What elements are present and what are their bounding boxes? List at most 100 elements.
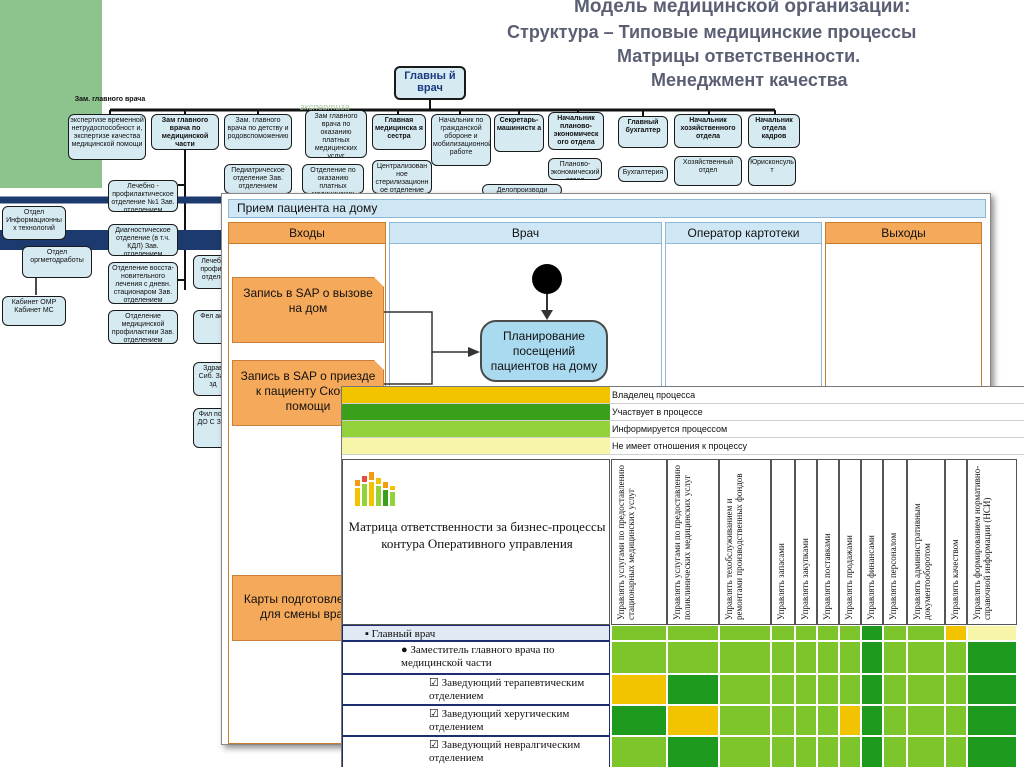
org-box-deputy-childhood[interactable]: Зам. главного врача по детству и родовсп… bbox=[224, 114, 292, 150]
org-box-planning-head[interactable]: Начальник планово-экономическ ого отдела bbox=[548, 112, 604, 150]
matrix-cell bbox=[907, 736, 945, 767]
org-box-rehab[interactable]: Отделение восста-новительного лечения с … bbox=[108, 262, 178, 304]
matrix-cell bbox=[817, 736, 839, 767]
matrix-column-header: Управлять поставками bbox=[817, 459, 839, 625]
lane-inputs-header: Входы bbox=[228, 222, 386, 244]
org-box-household-head[interactable]: Начальник хозяйственного отдела bbox=[674, 114, 742, 148]
org-box-civil-defense[interactable]: Начальник по гражданской обороне и мобил… bbox=[431, 114, 491, 166]
process-flow-arrows bbox=[384, 294, 553, 385]
title-line-3: Матрицы ответственности. bbox=[617, 46, 861, 66]
org-box-head-nurse[interactable]: Главная медицинска я сестра bbox=[372, 114, 426, 150]
legend-label: Не имеет отношения к процессу bbox=[612, 441, 747, 451]
org-box-deputy-paid[interactable]: Зам главного врача по оказанию платных м… bbox=[305, 110, 367, 158]
matrix-cell bbox=[839, 736, 861, 767]
matrix-cell bbox=[967, 625, 1017, 641]
matrix-column-header: Управлять услугами по предоставлению ста… bbox=[611, 459, 667, 625]
matrix-cell bbox=[719, 736, 771, 767]
org-box-omr[interactable]: Кабинет ОМР Кабинет МС bbox=[2, 296, 66, 326]
org-box-deputy-medical[interactable]: Зам главного врача по медицинской части bbox=[151, 114, 219, 150]
deputy-expert-label: Зам. главного врача bbox=[74, 96, 146, 103]
matrix-column-header: Управлять качеством bbox=[945, 459, 967, 625]
matrix-cell bbox=[611, 641, 667, 674]
matrix-cell bbox=[839, 641, 861, 674]
matrix-cell bbox=[611, 674, 667, 705]
legend-label: Информируется процессом bbox=[612, 424, 728, 434]
org-box-household-dept[interactable]: Хозяйственный отдел bbox=[674, 156, 742, 186]
legend-swatch bbox=[342, 438, 610, 454]
matrix-cell bbox=[907, 674, 945, 705]
matrix-column-header: Управлять техобслуживанием и ремонтами п… bbox=[719, 459, 771, 625]
matrix-cell bbox=[883, 674, 907, 705]
matrix-title-cell: Матрица ответственности за бизнес-процес… bbox=[342, 459, 610, 625]
org-box-dept-1[interactable]: Лечебно - профилактическое отделение №1 … bbox=[108, 180, 178, 212]
org-box-it-dept[interactable]: Отдел Информационны х технологий bbox=[2, 206, 66, 240]
org-box-planning-dept[interactable]: Планово-экономический отдел bbox=[548, 158, 602, 180]
matrix-cell bbox=[771, 625, 795, 641]
chief-physician-box[interactable]: Главны й врач bbox=[394, 66, 466, 100]
matrix-cell bbox=[945, 641, 967, 674]
org-box-secretary[interactable]: Секретарь-машинистк а bbox=[494, 114, 544, 152]
input-doc-home-call[interactable]: Запись в SAP о вызове на дом bbox=[232, 277, 384, 343]
org-box-legal[interactable]: Юрисконсуль т bbox=[748, 156, 796, 186]
matrix-column-header: Управлять формированием нормативно-справ… bbox=[967, 459, 1017, 625]
matrix-cell bbox=[839, 625, 861, 641]
matrix-row-label: ☑ Заведующий невралгическим отделением bbox=[342, 736, 610, 767]
legend-row: Участвует в процессе bbox=[342, 404, 1024, 421]
org-box-orgmethod[interactable]: Отдел оргметодработы bbox=[22, 246, 92, 278]
org-box-accounting[interactable]: Бухгалтерия bbox=[618, 166, 668, 182]
matrix-cell bbox=[795, 736, 817, 767]
matrix-cell bbox=[861, 674, 883, 705]
matrix-cell bbox=[817, 625, 839, 641]
legend-label: Участвует в процессе bbox=[612, 407, 703, 417]
matrix-cell bbox=[945, 674, 967, 705]
matrix-cell bbox=[817, 705, 839, 736]
activity-planning-visits[interactable]: Планирование посещений пациентов на дому bbox=[480, 320, 608, 382]
matrix-cell bbox=[883, 625, 907, 641]
matrix-cell bbox=[967, 705, 1017, 736]
matrix-cell bbox=[839, 674, 861, 705]
title-line-4: Менеджмент качества bbox=[651, 70, 848, 90]
org-box-chief-accountant[interactable]: Главный бухгалтер bbox=[618, 116, 668, 148]
matrix-cell bbox=[945, 736, 967, 767]
org-box-sterilization[interactable]: Централизован ное стерилизационн ое отде… bbox=[372, 160, 432, 194]
matrix-cell bbox=[719, 674, 771, 705]
matrix-cell bbox=[817, 641, 839, 674]
matrix-cell bbox=[861, 736, 883, 767]
matrix-column-header: Управлять административным документообор… bbox=[907, 459, 945, 625]
org-box-deputy-expertise[interactable]: экспертизе временной нетрудоспособност и… bbox=[68, 114, 146, 160]
matrix-cell bbox=[667, 705, 719, 736]
matrix-cell bbox=[611, 625, 667, 641]
matrix-cell bbox=[771, 674, 795, 705]
org-box-pediatric[interactable]: Педиатрическое отделение Зав. отделением bbox=[224, 164, 292, 194]
matrix-cell bbox=[907, 641, 945, 674]
matrix-cell bbox=[839, 705, 861, 736]
org-box-prevention[interactable]: Отделение медицинской профилактики Зав. … bbox=[108, 310, 178, 344]
matrix-cell bbox=[967, 674, 1017, 705]
matrix-cell bbox=[795, 705, 817, 736]
matrix-cell bbox=[795, 674, 817, 705]
matrix-cell bbox=[667, 674, 719, 705]
matrix-column-header: Управлять продажами bbox=[839, 459, 861, 625]
matrix-row-label: ● Заместитель главного врача по медицинс… bbox=[342, 641, 610, 674]
org-box-hr-head[interactable]: Начальник отдела кадров bbox=[748, 114, 800, 148]
lane-doctor-header: Врач bbox=[389, 222, 662, 244]
legend-row: Информируется процессом bbox=[342, 421, 1024, 438]
matrix-cell bbox=[795, 641, 817, 674]
matrix-cell bbox=[967, 641, 1017, 674]
matrix-column-header: Управлять персоналом bbox=[883, 459, 907, 625]
matrix-row-label: ☑ Заведующий херугическим отделением bbox=[342, 705, 610, 736]
org-box-diagnostic[interactable]: Диагностическое отделение (в т.ч. КДЛ) З… bbox=[108, 224, 178, 256]
matrix-cell bbox=[771, 705, 795, 736]
org-box-paid-services[interactable]: Отделение по оказанию платных медицински… bbox=[302, 164, 364, 194]
matrix-cell bbox=[771, 736, 795, 767]
matrix-cell bbox=[861, 641, 883, 674]
lane-outputs-header: Выходы bbox=[825, 222, 982, 244]
matrix-cell bbox=[883, 736, 907, 767]
matrix-cell bbox=[883, 641, 907, 674]
matrix-cell bbox=[719, 705, 771, 736]
legend-swatch bbox=[342, 404, 610, 420]
matrix-cell bbox=[667, 641, 719, 674]
process-title: Прием пациента на дому bbox=[228, 199, 986, 218]
matrix-cell bbox=[967, 736, 1017, 767]
